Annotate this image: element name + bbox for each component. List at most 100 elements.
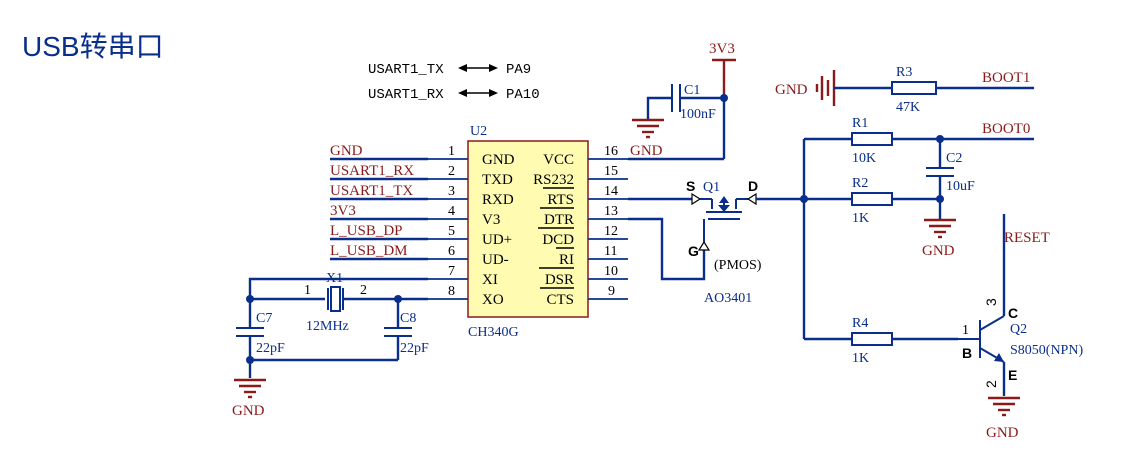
u2-pin-num: 4 — [448, 204, 455, 219]
q1-s: S — [686, 178, 695, 194]
u2-pin-name: RS232 — [533, 172, 574, 188]
u2-pin-name: RI — [559, 252, 574, 268]
u2-pin-name: DCD — [542, 232, 574, 248]
c7-ref: C7 — [256, 311, 272, 326]
c1-wire-left — [646, 96, 672, 120]
x1-body — [330, 286, 341, 312]
u2-pin-num: 14 — [604, 184, 618, 199]
u2-pin-num: 11 — [604, 244, 617, 259]
net-label-usb-dm: L_USB_DM — [330, 243, 408, 259]
gate-pin-marker — [697, 240, 711, 251]
x1-pin1: 1 — [304, 283, 311, 298]
left-net-labels: GND USART1_RX USART1_TX 3V3 L_USB_DP L_U… — [330, 143, 428, 261]
u2-pin-num: 8 — [448, 284, 455, 299]
q2-pin-e: 2 — [983, 380, 999, 388]
q2-c: C — [1008, 305, 1018, 321]
c1-value: 100nF — [680, 107, 716, 122]
r2-ref: R2 — [852, 176, 868, 191]
q1-diode — [718, 205, 730, 212]
u2-pin-name: RTS — [547, 192, 574, 208]
u2-pin-name: CTS — [546, 292, 574, 308]
r1-value: 10K — [852, 151, 876, 166]
q2-pin-b: 1 — [962, 323, 969, 338]
r1-ref: R1 — [852, 116, 868, 131]
net-label-usb-dp: L_USB_DP — [330, 223, 403, 239]
u2-pin-name: TXD — [482, 172, 513, 188]
source-pin-marker — [691, 192, 702, 206]
net-label-3v3: 3V3 — [330, 203, 356, 219]
q2-npn: RESET 3 C 1 B Q2 S8050(NPN) 2 E GND — [958, 214, 1083, 441]
u2-pin-name: VCC — [543, 152, 574, 168]
u2-ch340g: U2 CH340G 1 2 3 4 5 6 7 8 GND TXD RXD V3 — [428, 124, 628, 340]
q1-ref: Q1 — [703, 180, 720, 195]
u2-pin-name: GND — [482, 152, 515, 168]
junction-dot — [246, 356, 254, 364]
r2-value: 1K — [852, 211, 869, 226]
q2-ref: Q2 — [1010, 322, 1027, 337]
net-label-boot0: BOOT0 — [982, 121, 1030, 137]
q1-pmos: S G Q1 (PMOS) AO3401 D — [628, 178, 808, 306]
note-left-0: USART1_TX — [368, 62, 444, 78]
u2-pin-num: 1 — [448, 144, 455, 159]
q1-arrow — [719, 196, 729, 203]
junction-dot — [936, 195, 944, 203]
u2-pin-name: RXD — [482, 192, 514, 208]
r4-value: 1K — [852, 351, 869, 366]
net-label-gnd: GND — [330, 143, 363, 159]
r3-ref: R3 — [896, 65, 912, 80]
c7-value: 22pF — [256, 341, 285, 356]
c2-ref: C2 — [946, 151, 962, 166]
note-right-0: PA9 — [506, 62, 531, 78]
q2-e: E — [1008, 367, 1017, 383]
u2-pin-name: V3 — [482, 212, 500, 228]
gnd-label: GND — [775, 82, 808, 98]
r3-value: 47K — [896, 100, 920, 115]
note-left-1: USART1_RX — [368, 87, 444, 103]
gnd-label: GND — [922, 243, 955, 259]
net-label-usart1-tx: USART1_TX — [330, 183, 413, 199]
u2-pin-name: UD- — [482, 252, 509, 268]
u2-pin-name: DSR — [545, 272, 574, 288]
c8-ref: C8 — [400, 311, 416, 326]
r2-body — [851, 192, 893, 206]
u2-pin-num: 5 — [448, 224, 455, 239]
r1-body — [851, 132, 893, 146]
u2-pin-name: DTR — [544, 212, 574, 228]
q2-type: S8050(NPN) — [1010, 343, 1083, 358]
u2-pin-num: 15 — [604, 164, 618, 179]
c1-decoupling: 3V3 C1 100nF GND — [628, 41, 736, 161]
u2-pin-num: 13 — [604, 204, 618, 219]
u2-pin-num: 3 — [448, 184, 455, 199]
r3-body — [891, 81, 937, 95]
net-label-usart1-rx: USART1_RX — [330, 163, 414, 179]
u2-pin-name: XI — [482, 272, 498, 288]
dtr-wire — [628, 217, 706, 281]
net-label-reset: RESET — [1004, 230, 1050, 246]
bidir-arrowheads-1 — [458, 89, 498, 97]
r4-ref: R4 — [852, 316, 868, 331]
q2-b: B — [962, 345, 972, 361]
u2-ref: U2 — [470, 124, 487, 139]
u2-pin-num: 6 — [448, 244, 455, 259]
drain-pin-marker — [746, 192, 757, 206]
u2-pin-num: 9 — [608, 284, 615, 299]
rail-3v3: 3V3 — [709, 41, 735, 57]
u2-pin-num: 7 — [448, 264, 455, 279]
r3-boot1: GND R3 47K BOOT1 — [775, 65, 1034, 115]
crystal-circuit: X1 1 2 12MHz C7 22pF C8 22pF GND — [232, 271, 429, 419]
u2-pin-name: XO — [482, 292, 504, 308]
u2-pin-name: UD+ — [482, 232, 512, 248]
net-label-boot1: BOOT1 — [982, 70, 1030, 86]
c2-value: 10uF — [946, 179, 975, 194]
q1-d: D — [748, 178, 758, 194]
c1-ref: C1 — [684, 83, 700, 98]
u2-pin-num: 12 — [604, 224, 618, 239]
signal-map-notes: USART1_TX PA9 USART1_RX PA10 — [368, 62, 540, 103]
boot-reset-network: R1 10K BOOT0 C2 10uF R2 1K GND R4 1K — [802, 116, 1034, 366]
q1-type: (PMOS) — [714, 258, 762, 273]
q1-part: AO3401 — [704, 291, 752, 306]
x1-value: 12MHz — [306, 319, 349, 334]
x1-ref: X1 — [326, 271, 343, 286]
r4-body — [851, 332, 893, 346]
